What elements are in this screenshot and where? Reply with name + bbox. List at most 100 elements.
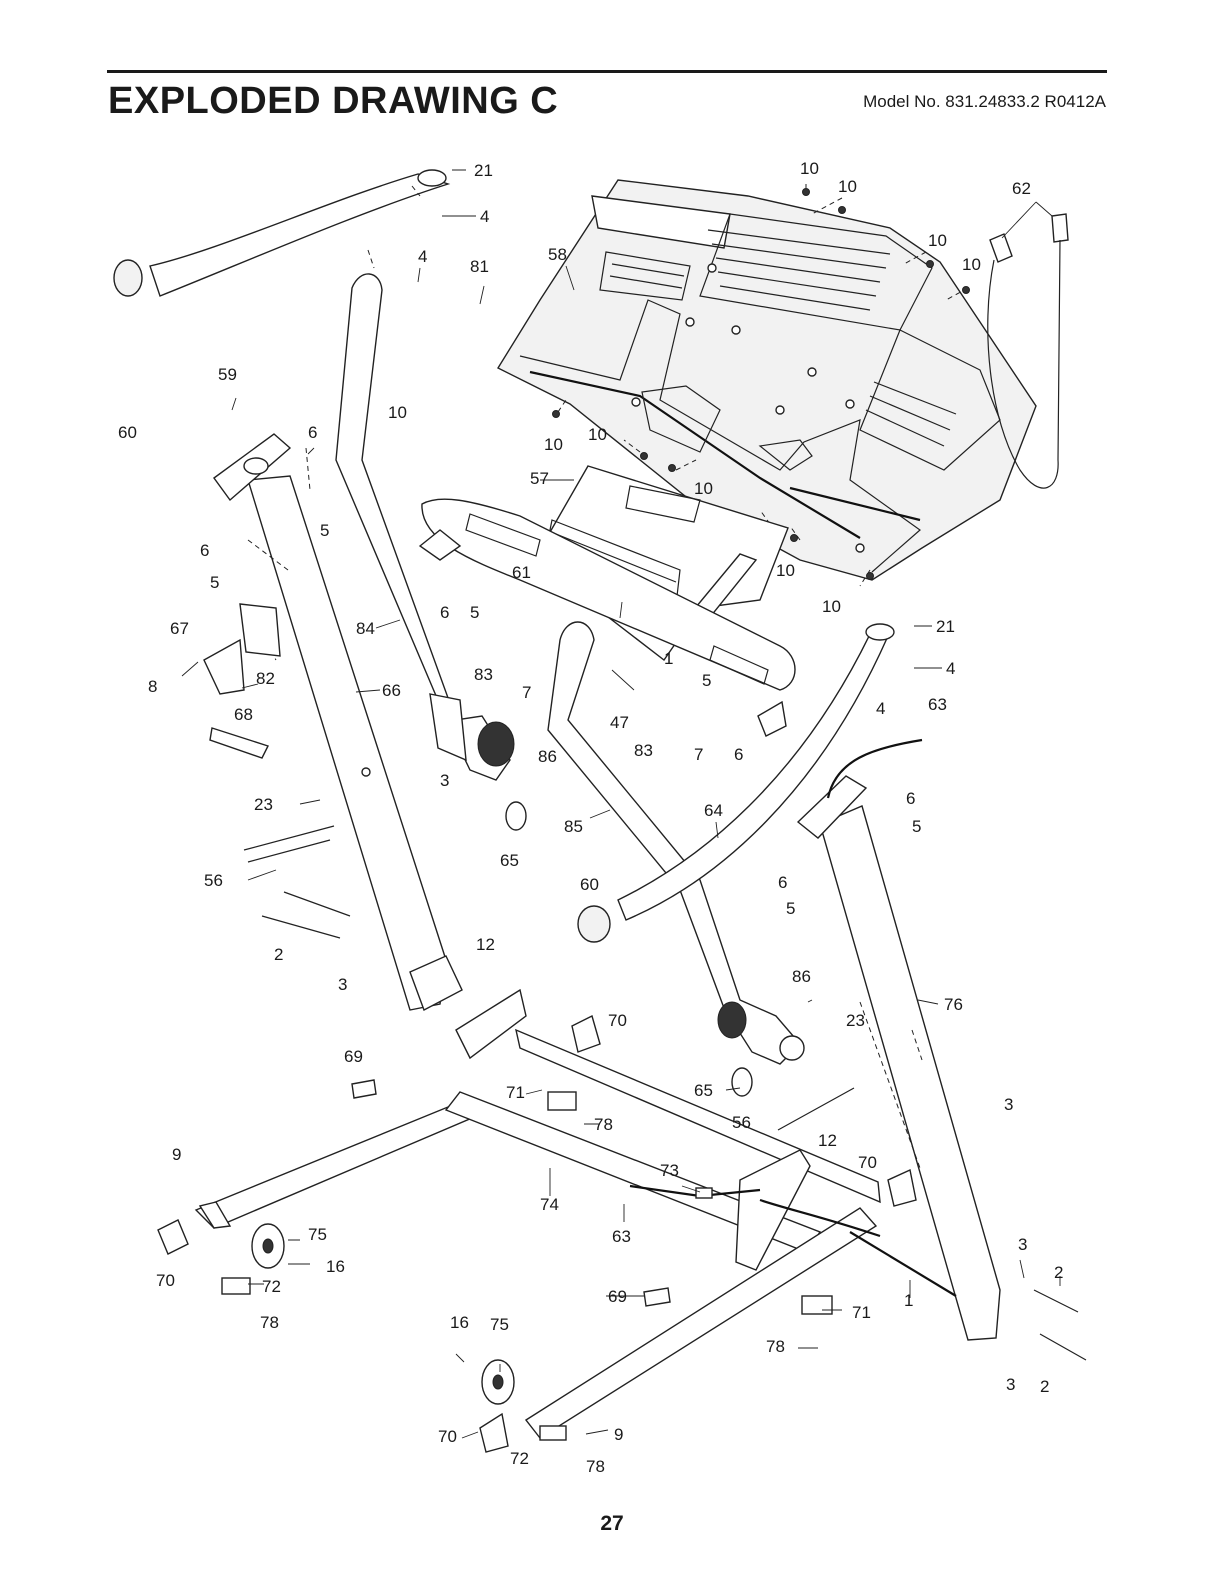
callout-6: 6 [734,745,743,764]
callout-4: 4 [480,207,489,226]
callout-85: 85 [564,817,583,836]
callout-6: 6 [200,541,209,560]
callout-78: 78 [766,1337,785,1356]
callout-5: 5 [912,817,921,836]
callout-5: 5 [320,521,329,540]
callout-66: 66 [382,681,401,700]
callout-72: 72 [510,1449,529,1468]
callout-9: 9 [172,1145,181,1164]
callout-labels: 21 4 4 81 59 10 60 6 5 6 5 67 82 8 68 66… [118,159,1063,1476]
callout-72: 72 [262,1277,281,1296]
base-frame-part-74 [194,988,957,1439]
callout-6: 6 [778,873,787,892]
callout-3: 3 [1018,1235,1027,1254]
callout-61: 61 [512,563,531,582]
callout-83: 83 [634,741,653,760]
callout-7: 7 [694,745,703,764]
callout-81: 81 [470,257,489,276]
callout-73: 73 [660,1161,679,1180]
callout-70: 70 [156,1271,175,1290]
callout-23: 23 [254,795,273,814]
callout-57: 57 [530,469,549,488]
left-outer-rail-part-59 [113,169,451,297]
callout-2: 2 [1054,1263,1063,1282]
handrail-crossbar-part-61 [418,498,796,737]
right-upright-part-76 [796,738,1001,1341]
small-parts [157,603,1087,1453]
right-outer-rail-part-64 [577,623,895,943]
console-screws [552,184,970,587]
callout-58: 58 [548,245,567,264]
callout-4: 4 [418,247,427,266]
callout-63: 63 [612,1227,631,1246]
page-title: EXPLODED DRAWING C [108,80,559,122]
callout-6: 6 [440,603,449,622]
safety-key-part-62 [987,213,1069,489]
callout-74: 74 [540,1195,559,1214]
callout-75: 75 [490,1315,509,1334]
callout-2: 2 [1040,1377,1049,1396]
callout-64: 64 [704,801,723,820]
callout-21: 21 [936,617,955,636]
callout-4: 4 [876,699,885,718]
header-rule [107,70,1107,73]
model-number: Model No. 831.24833.2 R0412A [863,92,1106,111]
callout-70: 70 [608,1011,627,1030]
callout-70: 70 [858,1153,877,1172]
callout-5: 5 [470,603,479,622]
callout-5: 5 [786,899,795,918]
callout-23: 23 [846,1011,865,1030]
callout-10: 10 [822,597,841,616]
callout-78: 78 [260,1313,279,1332]
console-part-58 [497,179,1037,581]
callout-84: 84 [356,619,375,638]
callout-60: 60 [580,875,599,894]
callout-3: 3 [1006,1375,1015,1394]
left-handlebar-part-84 [335,273,515,781]
callout-59: 59 [218,365,237,384]
callout-12: 12 [476,935,495,954]
callout-3: 3 [338,975,347,994]
callout-12: 12 [818,1131,837,1150]
callout-6: 6 [906,789,915,808]
callout-83: 83 [474,665,493,684]
callout-69: 69 [608,1287,627,1306]
callout-71: 71 [506,1083,525,1102]
callout-56: 56 [204,871,223,890]
callout-5: 5 [210,573,219,592]
callout-10: 10 [776,561,795,580]
callout-leaders [181,169,1061,1439]
callout-68: 68 [234,705,253,724]
callout-78: 78 [586,1457,605,1476]
callout-86: 86 [792,967,811,986]
callout-71: 71 [852,1303,871,1322]
callout-10: 10 [838,177,857,196]
page-number: 27 [600,1512,624,1535]
callout-10: 10 [694,479,713,498]
callout-67: 67 [170,619,189,638]
callout-16: 16 [326,1257,345,1276]
callout-10: 10 [544,435,563,454]
callout-5: 5 [702,671,711,690]
callout-3: 3 [1004,1095,1013,1114]
callout-10: 10 [588,425,607,444]
callout-10: 10 [928,231,947,250]
callout-69: 69 [344,1047,363,1066]
callout-1: 1 [904,1291,913,1310]
callout-65: 65 [694,1081,713,1100]
callout-2: 2 [274,945,283,964]
callout-7: 7 [522,683,531,702]
callout-82: 82 [256,669,275,688]
callout-76: 76 [944,995,963,1014]
callout-60: 60 [118,423,137,442]
callout-75: 75 [308,1225,327,1244]
callout-9: 9 [614,1425,623,1444]
callout-86: 86 [538,747,557,766]
callout-65: 65 [500,851,519,870]
callout-10: 10 [800,159,819,178]
callout-10: 10 [962,255,981,274]
callout-10: 10 [388,403,407,422]
callout-70: 70 [438,1427,457,1446]
callout-56: 56 [732,1113,751,1132]
